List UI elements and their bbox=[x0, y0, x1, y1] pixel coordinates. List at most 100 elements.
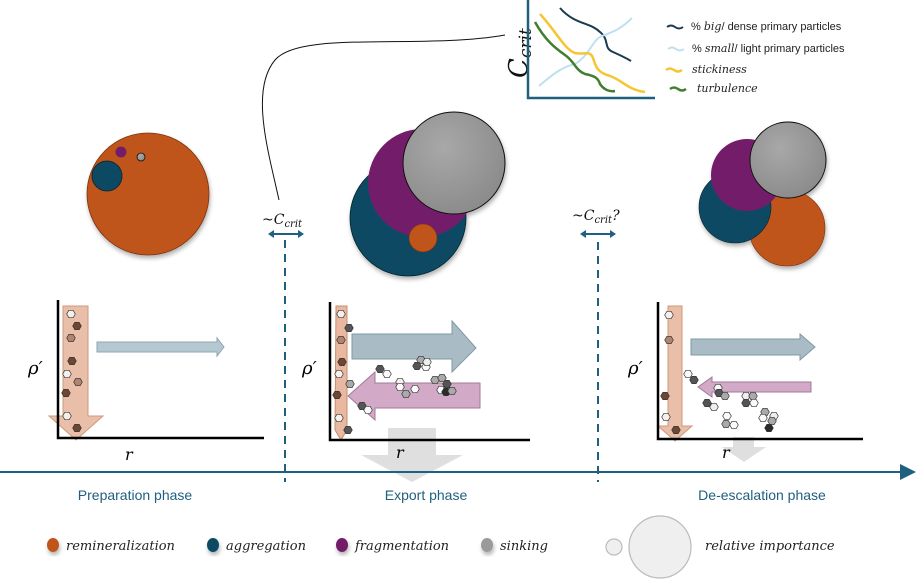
inset-line-turbulence bbox=[533, 21, 616, 93]
legend-small-light: % small/ light primary particles bbox=[692, 42, 845, 55]
particle-hexagon bbox=[72, 321, 82, 331]
size-legend-small bbox=[605, 538, 623, 556]
bubble-sinking bbox=[136, 152, 146, 162]
particle-hexagon bbox=[412, 361, 422, 371]
phase-label-deescalation: De-escalation phase bbox=[698, 487, 826, 503]
bubble-remineralization bbox=[86, 132, 210, 256]
inset-line-small-light bbox=[538, 17, 633, 87]
phase-label-export: Export phase bbox=[385, 487, 468, 503]
particle-hexagon bbox=[748, 391, 758, 401]
y-axis-label: ρ′ bbox=[301, 358, 317, 379]
particles bbox=[61, 309, 83, 433]
legend-dot-sinking bbox=[481, 538, 493, 552]
legend-label-sinking: sinking bbox=[500, 539, 548, 554]
particle-hexagon bbox=[334, 413, 344, 423]
particle-hexagon bbox=[664, 310, 674, 320]
particle-hexagon bbox=[729, 420, 739, 430]
particle-hexagon bbox=[721, 419, 731, 429]
legend-dot-aggregation bbox=[207, 538, 219, 552]
particle-hexagon bbox=[422, 357, 432, 367]
particle-hexagon bbox=[760, 407, 770, 417]
legend-label-remineralization: remineralization bbox=[66, 539, 175, 554]
particle-hexagon bbox=[661, 412, 671, 422]
size-legend-large bbox=[628, 515, 692, 579]
particle-hexagon bbox=[410, 384, 420, 394]
particle-hexagon bbox=[344, 323, 354, 333]
particle-hexagon bbox=[343, 425, 353, 435]
aggregation-arrow bbox=[690, 332, 816, 362]
legend-swatch-small-light bbox=[667, 46, 685, 52]
y-axis-label: ρ′ bbox=[27, 358, 43, 379]
connector-curve bbox=[261, 34, 506, 201]
legend-label-aggregation: aggregation bbox=[226, 539, 306, 554]
threshold-1-label: ~Ccrit bbox=[262, 212, 303, 230]
inset-axes bbox=[526, 0, 655, 100]
particle-hexagon bbox=[749, 398, 759, 408]
particle-hexagon bbox=[67, 356, 77, 366]
inset-ylabel: Ccrit bbox=[504, 28, 536, 78]
aggregation-arrow bbox=[96, 336, 225, 358]
panel-preparation: ρ′ r bbox=[27, 300, 264, 464]
particle-hexagon bbox=[764, 423, 774, 433]
axes bbox=[56, 300, 264, 440]
legend-turbulence: turbulence bbox=[697, 82, 758, 95]
legend-swatch-big-dense bbox=[666, 24, 684, 30]
particle-hexagon bbox=[709, 402, 719, 412]
particle-hexagon bbox=[332, 390, 342, 400]
bubble-sinking bbox=[402, 111, 506, 215]
bubbles-deescalation bbox=[698, 121, 827, 267]
particle-hexagon bbox=[660, 391, 670, 401]
particle-hexagon bbox=[66, 309, 76, 319]
bubble-sinking bbox=[749, 121, 827, 199]
y-axis-label: ρ′ bbox=[627, 358, 643, 379]
particle-hexagon bbox=[767, 416, 777, 426]
phase-label-preparation: Preparation phase bbox=[78, 487, 193, 503]
particle-hexagon bbox=[447, 386, 457, 396]
legend-big-dense: % big/ dense primary particles bbox=[691, 20, 842, 33]
particle-hexagon bbox=[741, 398, 751, 408]
threshold-1: ~Ccrit bbox=[262, 212, 304, 482]
x-axis-label: r bbox=[396, 443, 405, 462]
particle-hexagon bbox=[395, 382, 405, 392]
inset-line-big-dense bbox=[559, 7, 632, 62]
particle-hexagon bbox=[66, 333, 76, 343]
x-axis-label: r bbox=[125, 445, 134, 464]
particle-hexagon bbox=[336, 309, 346, 319]
legend-swatch-turbulence bbox=[669, 86, 687, 92]
threshold-2: ~Ccrit? bbox=[572, 208, 620, 482]
aggregation-arrow bbox=[351, 319, 477, 374]
particle-hexagon bbox=[62, 369, 72, 379]
particle-hexagon bbox=[337, 357, 347, 367]
legend-dot-fragmentation bbox=[336, 538, 348, 552]
particle-hexagon bbox=[375, 364, 385, 374]
legend-swatch-stickiness bbox=[665, 67, 683, 73]
particle-hexagon bbox=[334, 369, 344, 379]
process-legend bbox=[47, 538, 493, 552]
bubbles-export bbox=[349, 111, 506, 277]
particle-hexagon bbox=[442, 379, 452, 389]
axes bbox=[328, 302, 530, 442]
particle-hexagon bbox=[758, 413, 768, 423]
particle-hexagon bbox=[62, 411, 72, 421]
export-sink-arrow bbox=[722, 437, 766, 462]
inset-line-stickiness bbox=[539, 13, 646, 94]
particle-hexagon bbox=[61, 388, 71, 398]
particle-hexagon bbox=[664, 335, 674, 345]
inset-legend: % big/ dense primary particles % small/ … bbox=[665, 20, 845, 95]
particle-hexagon bbox=[336, 335, 346, 345]
particle-hexagon bbox=[671, 425, 681, 435]
panel-export: ρ′ r bbox=[301, 302, 530, 482]
threshold-2-label: ~Ccrit? bbox=[572, 208, 620, 226]
particle-hexagon bbox=[401, 389, 411, 399]
particle-hexagon bbox=[363, 405, 373, 415]
particle-hexagon bbox=[430, 375, 440, 385]
axes bbox=[656, 302, 863, 441]
sinking-arrow bbox=[656, 305, 694, 442]
panel-deescalation: ρ′ r bbox=[627, 302, 863, 462]
particle-hexagon bbox=[72, 423, 82, 433]
particle-hexagon bbox=[73, 377, 83, 387]
particle-hexagon bbox=[689, 375, 699, 385]
particles bbox=[332, 309, 457, 435]
bubbles-preparation bbox=[86, 132, 210, 256]
